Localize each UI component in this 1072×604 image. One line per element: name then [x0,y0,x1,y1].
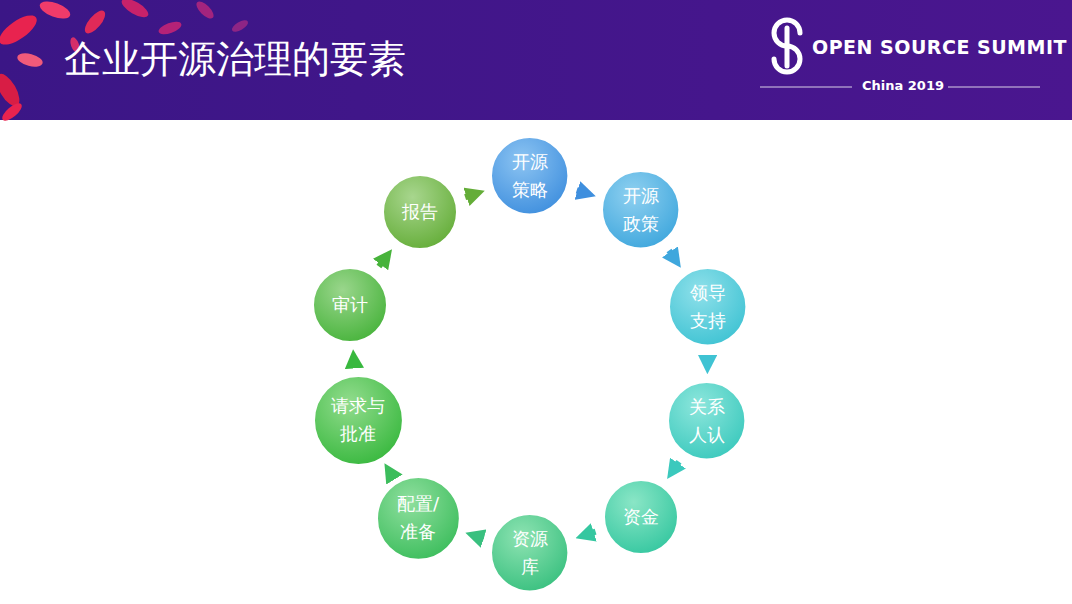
element-circle: 审计 [312,267,388,343]
logo-text: OPEN SOURCE SUMMIT [812,36,1067,58]
element-label: 开源策略 [511,148,549,204]
flow-arrow [475,536,484,539]
circle-fill [491,137,568,214]
element-label: 领导支持 [689,279,727,335]
circle-shape [376,476,461,561]
summit-logo-icon [774,20,800,72]
flow-arrow [351,359,358,367]
element-circle: 领导支持 [668,267,747,346]
circle-fill [668,382,745,459]
circle-fill [491,514,568,591]
element-label: 资源库 [511,525,549,581]
element-label: 报告 [401,198,439,226]
circle-fill [377,477,460,560]
circle-fill [604,480,678,554]
flow-arrow [704,355,710,364]
circle-fill [602,171,679,248]
element-circle: 配置/准备 [376,476,461,561]
element-label: 请求与批准 [330,392,386,448]
circle-fill [669,268,746,345]
element-circle: 报告 [382,174,458,250]
circle-fill [383,175,457,249]
circle-fill [313,268,387,342]
circle-shape [667,381,746,460]
element-label: 审计 [331,291,369,319]
flow-arrow [379,257,386,267]
circle-shape [490,136,569,215]
flow-arrow [669,251,675,260]
slide-title: 企业开源治理的要素 [64,34,406,85]
element-circle: 请求与批准 [313,375,404,466]
element-label: 资金 [622,503,660,531]
element-circle: 关系人认 [667,381,746,460]
element-circle: 开源策略 [490,136,569,215]
element-circle: 开源政策 [601,170,680,249]
flow-arrow [465,194,475,197]
element-circle: 资金 [603,479,679,555]
flow-arrow [577,190,587,193]
element-circle: 资源库 [490,513,569,592]
element-label: 开源政策 [622,182,660,238]
circle-shape [601,170,680,249]
circle-fill [314,376,403,465]
flow-arrow [673,462,679,471]
flow-arrow [585,532,596,536]
flow-arrow [389,471,392,476]
logo-subtext: China 2019 [862,78,944,93]
element-label: 关系人认 [688,393,726,449]
header-ground [0,0,1072,120]
element-label: 配置/准备 [395,490,442,546]
circle-shape [490,513,569,592]
circle-shape [668,267,747,346]
circle-shape [313,375,404,466]
